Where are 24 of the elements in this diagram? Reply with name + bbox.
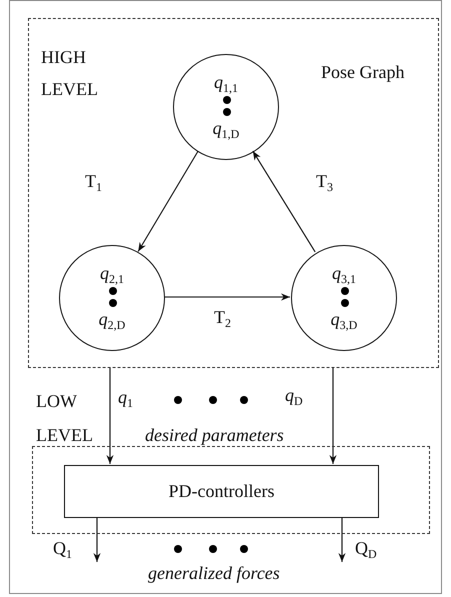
arrow: [93, 517, 101, 562]
controller-box: [64, 465, 379, 518]
parameter-label: q$_{3,1}$: [332, 262, 356, 288]
arrow: [338, 517, 346, 562]
block-label: PD-controllers: [168, 480, 274, 502]
arrow: [106, 368, 114, 464]
state-circle: [291, 245, 397, 351]
state-circle: [59, 245, 165, 351]
parameter-label: q$_{1,1}$: [214, 71, 238, 97]
parameter-label: q$_{2,1}$: [100, 262, 124, 288]
parameter-label: q$_{2,D}$: [98, 308, 126, 334]
region-heading: HIGH LEVEL: [41, 46, 99, 101]
level-heading: LOW LEVEL: [36, 390, 94, 447]
arrow: [138, 151, 198, 252]
parameter-label: q$_{3,D}$: [330, 308, 358, 334]
annotation-text: desired parameters: [145, 424, 284, 446]
state-circle: [173, 54, 279, 160]
arrow: [252, 150, 316, 252]
graph-title: Pose Graph: [321, 61, 404, 83]
arrow: [329, 368, 337, 464]
parameter-label: q$_{1,D}$: [212, 117, 240, 143]
arrow: [164, 293, 290, 301]
annotation-text: generalized forces: [148, 562, 280, 584]
dashed-region: [32, 446, 430, 534]
